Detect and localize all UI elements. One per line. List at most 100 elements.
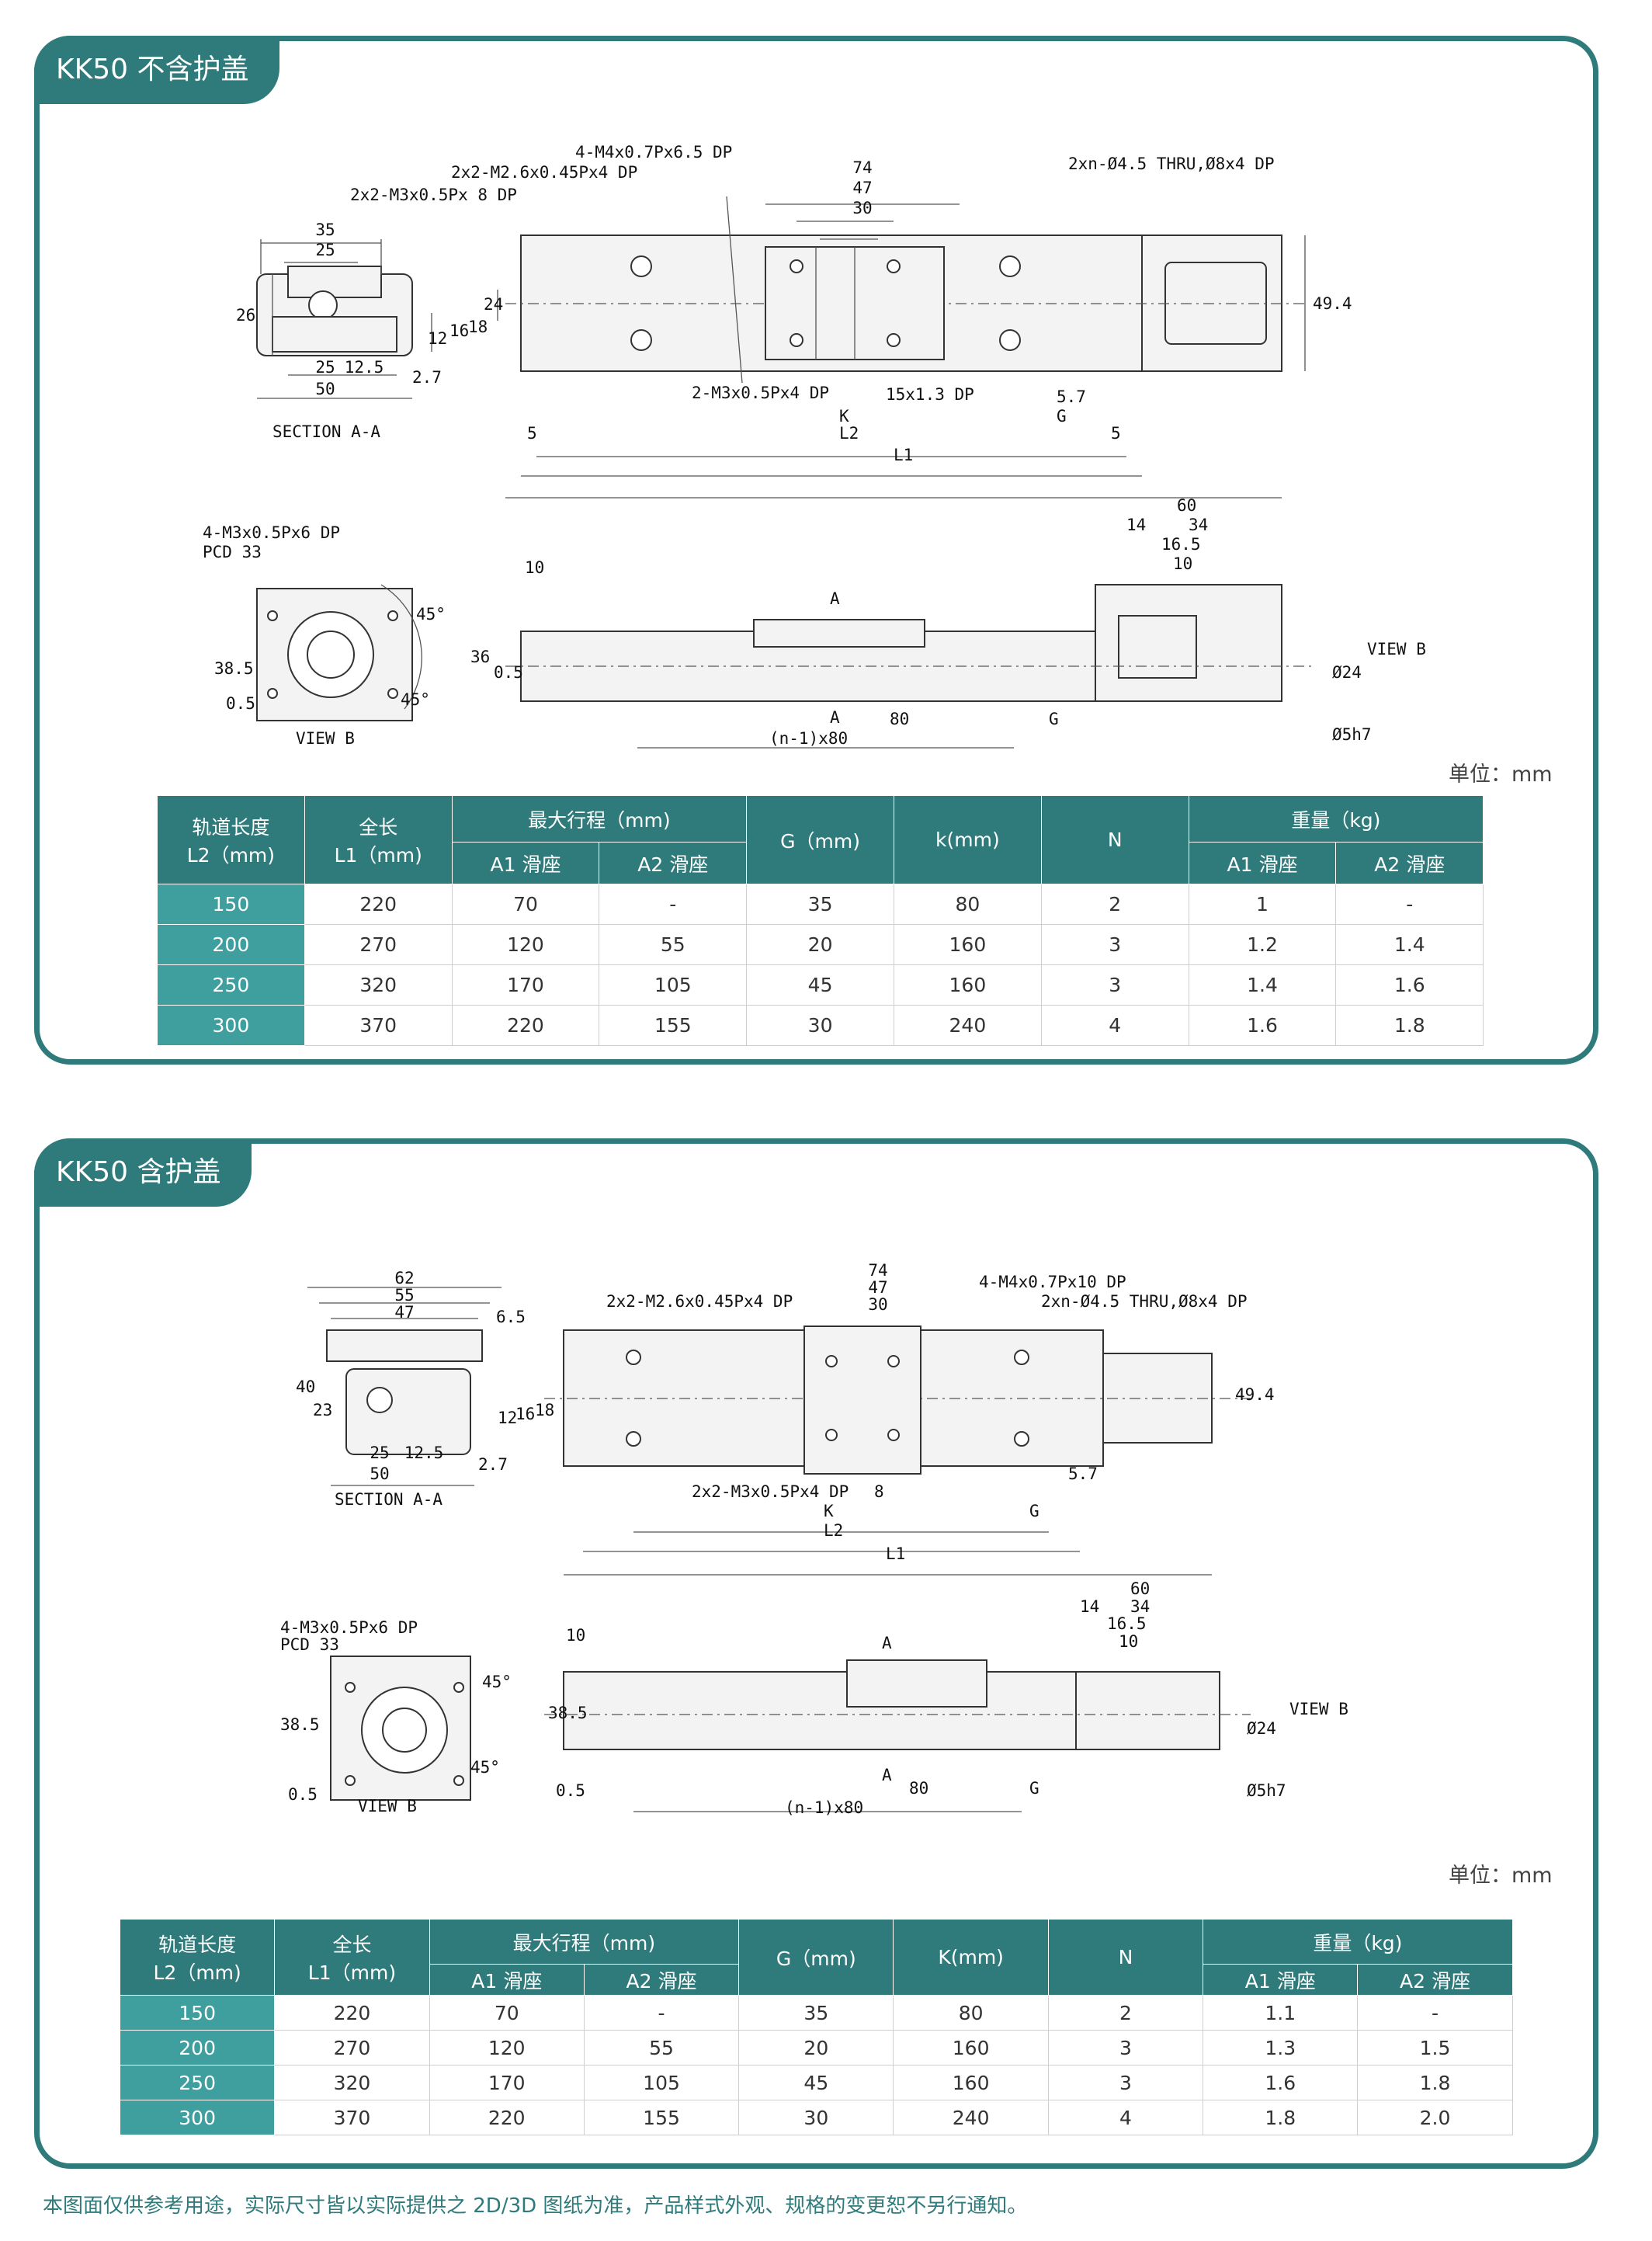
dim-34: 34 [1130, 1597, 1150, 1616]
table-cell: 80 [893, 884, 1042, 925]
tap-m26: 2x2-M2.6x0.45Px4 DP [606, 1292, 793, 1311]
table-cell: 105 [583, 2065, 740, 2100]
dim-47s: 47 [394, 1303, 414, 1322]
th-full: 全长 L1（mm) [304, 795, 453, 884]
th-n: N [1047, 1919, 1204, 1996]
dim-30: 30 [868, 1295, 887, 1314]
side-view: 10 38.5 0.5 A A 80 G (n-1)x80 60 14 34 1… [544, 1579, 1348, 1817]
tap-m3b: 2x2-M3x0.5Px4 DP [692, 1482, 849, 1501]
dim-47: 47 [868, 1278, 887, 1297]
dim-30: 30 [852, 199, 872, 217]
table-cell: 320 [274, 2065, 430, 2100]
dim-47: 47 [852, 179, 872, 197]
table-cell: 120 [429, 2030, 585, 2066]
unit-label: 单位：mm [1449, 1864, 1553, 1888]
table-cell: 220 [304, 884, 453, 925]
dim-10: 10 [566, 1626, 585, 1645]
dim-5-7: 5.7 [1068, 1464, 1098, 1483]
angle-45b: 45° [470, 1758, 500, 1777]
th-wa2: A2 滑座 [1335, 842, 1484, 884]
dim-12: 12 [428, 329, 447, 348]
dim-12-5: 12.5 [404, 1444, 444, 1462]
rail-length-cell: 200 [119, 2030, 276, 2066]
table-cell: 45 [738, 2065, 894, 2100]
table-cell: 220 [274, 1995, 430, 2031]
dim-38-5b: 38.5 [548, 1704, 588, 1722]
table-cell: 2.0 [1357, 2100, 1513, 2135]
table-cell: 4 [1040, 1005, 1189, 1046]
dim-phi-5h7: Ø5h7 [1247, 1781, 1286, 1800]
view-b-arrow: VIEW B [1289, 1700, 1348, 1718]
table-cell: 70 [429, 1995, 585, 2031]
table-cell: 1.5 [1357, 2030, 1513, 2066]
tap-m4: 4-M4x0.7Px10 DP [979, 1273, 1126, 1291]
dim-74: 74 [852, 158, 872, 177]
dim-60: 60 [1130, 1579, 1150, 1598]
dim-74: 74 [868, 1261, 887, 1280]
table-cell: 1 [1188, 884, 1337, 925]
th-wa1: A1 滑座 [1188, 842, 1337, 884]
dim-10b: 10 [1119, 1632, 1138, 1651]
dim-l2: L2 [839, 424, 859, 443]
table-cell: 270 [274, 2030, 430, 2066]
section-aa-label: SECTION A-A [272, 422, 380, 441]
rail-length-cell: 300 [119, 2100, 276, 2135]
table-cell: 1.8 [1335, 1005, 1484, 1046]
th-k: k(mm) [893, 795, 1042, 884]
angle-45b: 45° [401, 690, 430, 709]
table-cell: 20 [746, 924, 894, 965]
dim-24: 24 [484, 295, 503, 314]
table-cell: 320 [304, 964, 453, 1006]
th-wa1: A1 滑座 [1203, 1964, 1359, 1996]
table-cell: 55 [583, 2030, 740, 2066]
table-cell: 4 [1047, 2100, 1204, 2135]
table-cell: 70 [451, 884, 600, 925]
dim-36: 36 [470, 648, 490, 666]
table-cell: 1.3 [1203, 2030, 1359, 2066]
dim-phi-24: Ø24 [1332, 663, 1362, 682]
dim-40: 40 [296, 1378, 315, 1396]
view-b: 4-M3x0.5Px6 DP PCD 33 38.5 0.5 45° 45° V… [280, 1618, 512, 1815]
dim-25: 25 [315, 241, 335, 259]
view-b-label: VIEW B [358, 1797, 417, 1815]
table-cell: 35 [746, 884, 894, 925]
th-a2: A2 滑座 [599, 842, 748, 884]
panel-kk50-no-cover: KK50 不含护盖 35 25 26 25 12.5 50 2.7 12 16 … [34, 36, 1598, 1065]
dim-23: 23 [313, 1401, 332, 1419]
section-aa-label: SECTION A-A [335, 1490, 442, 1509]
tap-m3b: 2-M3x0.5Px4 DP [692, 384, 829, 402]
dim-k: K [824, 1502, 834, 1520]
dim-l1: L1 [886, 1544, 905, 1563]
table-cell: 160 [893, 2065, 1049, 2100]
dim-0-5: 0.5 [226, 694, 255, 713]
rail-length-cell: 200 [157, 924, 305, 965]
th-g: G（mm) [738, 1919, 894, 1996]
dim-80: 80 [909, 1779, 928, 1798]
dim-38-5: 38.5 [214, 659, 254, 678]
dim-5a: 5 [527, 424, 537, 443]
rail-length-cell: 250 [157, 964, 305, 1006]
angle-45a: 45° [416, 605, 446, 624]
th-a1: A1 滑座 [429, 1964, 585, 1996]
table-cell: 3 [1040, 964, 1189, 1006]
thru-hole-note: 2xn-Ø4.5 THRU,Ø8x4 DP [1068, 155, 1275, 173]
table-cell: 1.1 [1203, 1995, 1359, 2031]
dim-n-80: (n-1)x80 [785, 1798, 863, 1817]
section-title: KK50 不含护盖 [34, 36, 280, 104]
dim-14: 14 [1080, 1597, 1099, 1616]
dim-80: 80 [890, 710, 909, 728]
table-cell: 370 [274, 2100, 430, 2135]
table-cell: 1.8 [1357, 2065, 1513, 2100]
dim-16: 16 [515, 1405, 535, 1423]
table-cell: 160 [893, 2030, 1049, 2066]
section-a-bottom: A [830, 708, 840, 727]
table-cell: 220 [429, 2100, 585, 2135]
dim-49-4: 49.4 [1313, 294, 1352, 313]
table-cell: 3 [1047, 2030, 1204, 2066]
view-b-arrow: VIEW B [1367, 640, 1426, 658]
table-cell: - [599, 884, 748, 925]
dim-14: 14 [1126, 516, 1146, 534]
dim-g: G [1029, 1502, 1039, 1520]
